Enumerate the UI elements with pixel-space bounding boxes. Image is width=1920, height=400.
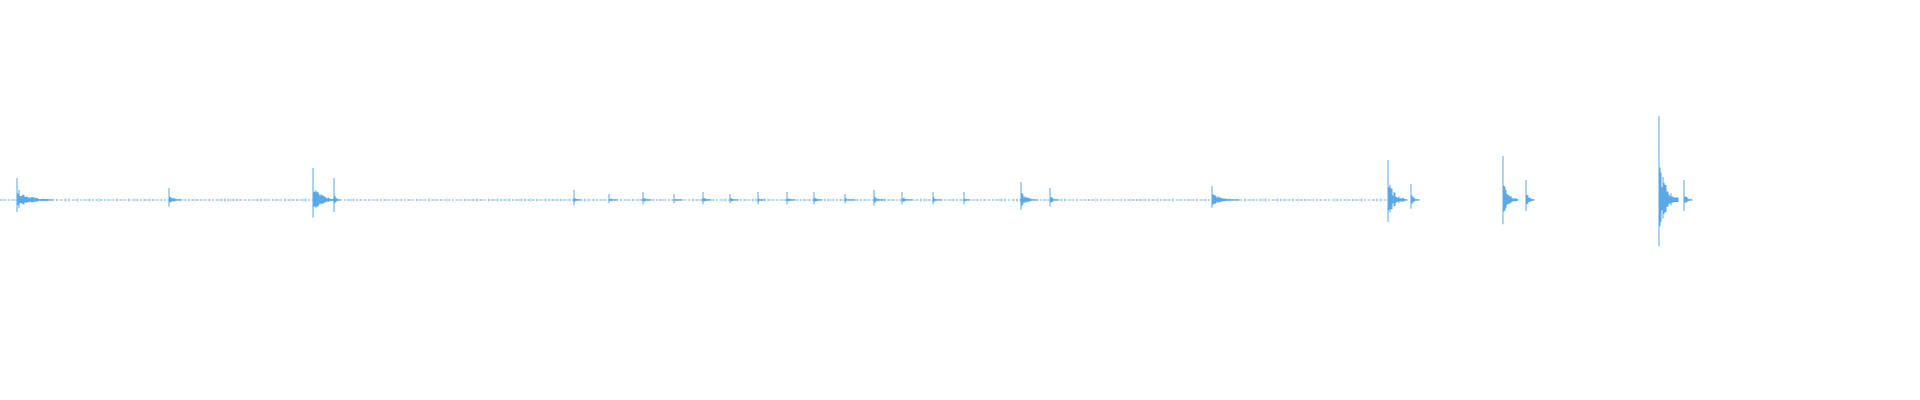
waveform-event-19 <box>1049 188 1059 207</box>
waveform-event-24 <box>1525 180 1535 211</box>
waveform-event-12 <box>813 192 823 205</box>
waveform-event-13 <box>844 194 856 204</box>
waveform-event-23 <box>1502 156 1519 225</box>
waveform-event-5 <box>608 194 618 204</box>
waveform-event-6 <box>642 192 652 205</box>
waveform-event-20 <box>1211 186 1240 208</box>
waveform-event-18 <box>1020 182 1037 210</box>
waveform-event-25 <box>1658 116 1679 247</box>
waveform-event-21 <box>1387 160 1408 222</box>
waveform-event-15 <box>901 192 913 205</box>
waveform-event-2 <box>312 168 337 218</box>
waveform-event-16 <box>932 192 942 205</box>
waveform-event-10 <box>757 192 765 205</box>
waveform-event-0 <box>16 178 53 213</box>
waveform-event-3 <box>333 178 341 213</box>
waveform-event-14 <box>873 190 885 206</box>
waveform-event-4 <box>573 190 581 206</box>
waveform-event-26 <box>1683 180 1693 211</box>
waveform-event-11 <box>786 192 796 205</box>
waveform-event-22 <box>1410 184 1420 209</box>
waveform-event-9 <box>729 194 739 204</box>
waveform-event-7 <box>673 194 683 204</box>
waveform-event-8 <box>702 192 712 205</box>
waveform-event-17 <box>963 192 971 205</box>
waveform-event-1 <box>168 188 182 207</box>
